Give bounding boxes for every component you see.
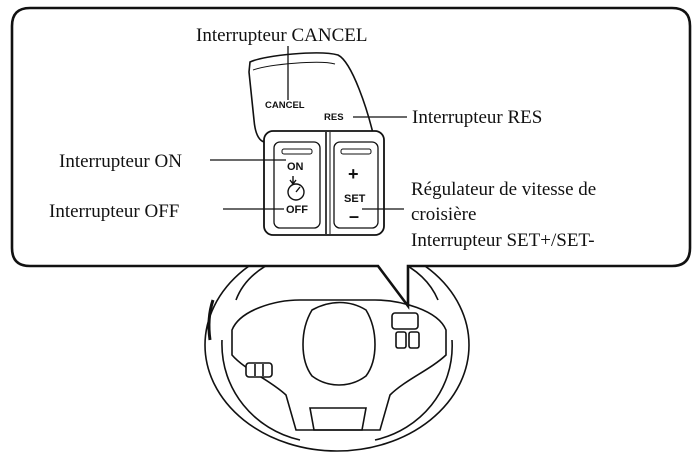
right-switch-right <box>408 331 420 349</box>
right-switch-top <box>391 312 419 330</box>
set-minus-label: – <box>349 206 359 226</box>
on-button-label: ON <box>287 161 304 173</box>
cruise-control-callout-line2: croisière <box>411 204 476 225</box>
left-grip <box>207 299 215 341</box>
on-off-button <box>273 141 321 229</box>
set-grip <box>340 148 372 155</box>
left-switch-block <box>245 362 273 378</box>
cancel-callout: Interrupteur CANCEL <box>196 25 367 46</box>
on-callout: Interrupteur ON <box>59 151 182 172</box>
cancel-res-rocker: CANCEL RES <box>248 52 376 143</box>
off-callout: Interrupteur OFF <box>49 201 179 222</box>
set-button-label: SET <box>344 193 366 205</box>
lower-spoke-detail <box>309 407 367 431</box>
cruise-switch-panel: ON OFF + SET – <box>263 130 385 236</box>
wheel-hub-spokes <box>231 299 447 431</box>
res-button-label: RES <box>324 112 344 123</box>
cruise-control-callout-line1: Régulateur de vitesse de <box>411 179 596 200</box>
set-button <box>333 141 379 229</box>
cancel-button-label: CANCEL <box>265 100 305 111</box>
rocker-body <box>248 52 376 143</box>
off-button-label: OFF <box>286 204 308 216</box>
res-callout: Interrupteur RES <box>412 107 542 128</box>
wheel-rim-inner-left <box>221 339 301 441</box>
cruise-speedometer-icon <box>287 176 305 201</box>
wheel-rim-inner-right <box>374 339 453 441</box>
set-callout: Interrupteur SET+/SET- <box>411 230 595 251</box>
wheel-rim-outer <box>204 238 470 452</box>
right-switch-left <box>395 331 407 349</box>
on-off-grip <box>281 148 313 155</box>
rocker-edge <box>252 61 336 71</box>
airbag-pad <box>302 301 376 386</box>
set-plus-label: + <box>348 164 359 184</box>
steering-wheel <box>204 238 470 452</box>
leader-lines <box>210 46 407 210</box>
